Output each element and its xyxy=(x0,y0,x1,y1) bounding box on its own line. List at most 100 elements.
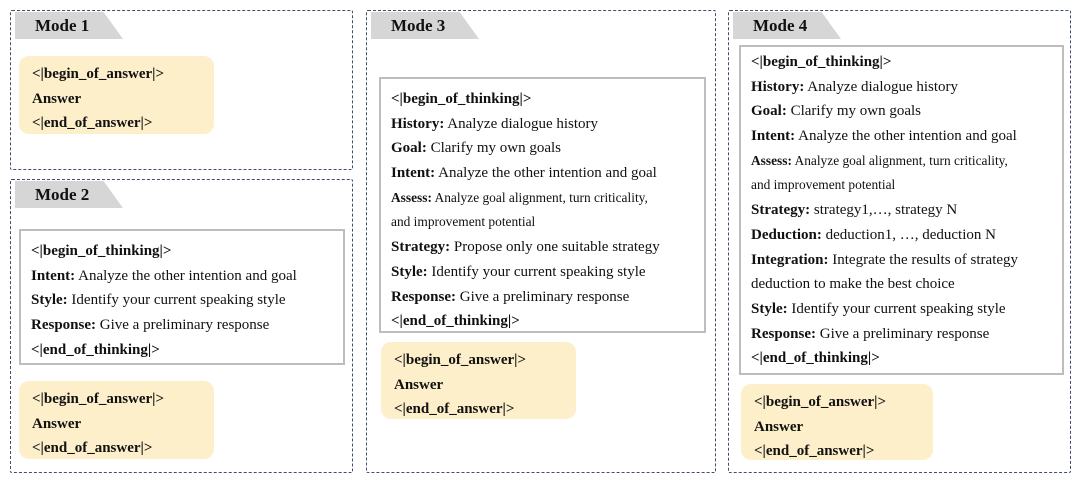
thinking-text: Analyze the other intention and goal xyxy=(438,165,657,182)
thinking-line: Goal: Clarify my own goals xyxy=(391,136,694,161)
thinking-text: Give a preliminary response xyxy=(99,317,270,334)
begin-answer-token: <|begin_of_answer|> xyxy=(32,66,165,82)
thinking-line: Response: Give a preliminary response xyxy=(391,285,694,310)
thinking-label: History: xyxy=(751,78,805,95)
thinking-label: Style: xyxy=(31,292,68,309)
thinking-line: Strategy: strategy1,…, strategy N xyxy=(751,198,1052,223)
thinking-line: Intent: Analyze the other intention and … xyxy=(31,264,333,289)
thinking-token: <|end_of_thinking|> xyxy=(31,341,160,358)
thinking-text: Identify your current speaking style xyxy=(71,292,286,309)
thinking-label: Style: xyxy=(391,263,428,280)
thinking-line: Response: Give a preliminary response xyxy=(751,322,1052,347)
thinking-label: History: xyxy=(391,115,445,132)
thinking-line: deduction to make the best choice xyxy=(751,272,1052,297)
thinking-text: strategy1,…, strategy N xyxy=(813,202,958,219)
thinking-line: Style: Identify your current speaking st… xyxy=(751,297,1052,322)
thinking-line: Style: Identify your current speaking st… xyxy=(31,288,333,313)
thinking-line: Integration: Integrate the results of st… xyxy=(751,248,1052,273)
thinking-label: Intent: xyxy=(391,165,436,182)
thinking-label: Assess: xyxy=(391,189,432,205)
thinking-line: Assess: Analyze goal alignment, turn cri… xyxy=(751,149,1052,174)
thinking-token: <|begin_of_thinking|> xyxy=(31,243,172,259)
thinking-text: deduction to make the best choice xyxy=(751,276,955,293)
mode-2-thinking-box: <|begin_of_thinking|> Intent: Analyze the… xyxy=(19,229,345,365)
thinking-label: Assess: xyxy=(751,152,792,168)
thinking-text: Clarify my own goals xyxy=(430,140,561,157)
mode-1-title: Mode 1 xyxy=(15,12,123,39)
thinking-line: Deduction: deduction1, …, deduction N xyxy=(751,223,1052,248)
thinking-text: Identify your current speaking style xyxy=(431,263,646,280)
end-answer-token: <|end_of_answer|> xyxy=(32,440,153,457)
thinking-line: Goal: Clarify my own goals xyxy=(751,99,1052,124)
thinking-text: Give a preliminary response xyxy=(459,288,630,305)
thinking-label: Integration: xyxy=(751,251,829,268)
thinking-text: and improvement potential xyxy=(751,177,896,193)
end-answer-token: <|end_of_answer|> xyxy=(32,115,153,132)
thinking-line: <|begin_of_thinking|> xyxy=(31,239,333,264)
mode-3-answer-box: <|begin_of_answer|> Answer <|end_of_answ… xyxy=(381,342,576,419)
thinking-line: History: Analyze dialogue history xyxy=(751,75,1052,100)
mode-4-thinking-box: <|begin_of_thinking|> History: Analyze di… xyxy=(739,45,1064,375)
answer-text: Answer xyxy=(32,415,82,432)
thinking-line: and improvement potential xyxy=(391,210,694,235)
begin-answer-token: <|begin_of_answer|> xyxy=(394,352,527,368)
mode-2-answer-box: <|begin_of_answer|> Answer <|end_of_answ… xyxy=(19,381,214,459)
mode-3-thinking-box: <|begin_of_thinking|> History: Analyze di… xyxy=(379,77,706,333)
mode-3-panel: Mode 3 <|begin_of_thinking|> History: Ana… xyxy=(366,10,716,473)
thinking-label: Goal: xyxy=(391,140,427,157)
thinking-token: <|begin_of_thinking|> xyxy=(391,91,532,107)
thinking-line: Assess: Analyze goal alignment, turn cri… xyxy=(391,186,694,211)
mode-3-title: Mode 3 xyxy=(371,12,479,39)
answer-text: Answer xyxy=(754,418,804,435)
mode-2-panel: Mode 2 <|begin_of_thinking|> Intent: Anal… xyxy=(10,179,353,473)
thinking-label: Strategy: xyxy=(751,202,811,219)
mode-1-answer-box: <|begin_of_answer|> Answer <|end_of_answ… xyxy=(19,56,214,134)
thinking-line: and improvement potential xyxy=(751,173,1052,198)
thinking-label: Style: xyxy=(751,300,788,317)
thinking-text: Propose only one suitable strategy xyxy=(453,239,660,256)
thinking-label: Deduction: xyxy=(751,226,822,243)
thinking-line: <|begin_of_thinking|> xyxy=(751,50,1052,75)
thinking-text: Analyze goal alignment, turn criticality… xyxy=(434,189,648,205)
thinking-label: Response: xyxy=(31,317,97,334)
thinking-text: Analyze dialogue history xyxy=(807,78,959,95)
thinking-text: and improvement potential xyxy=(391,214,536,230)
thinking-line: History: Analyze dialogue history xyxy=(391,112,694,137)
mode-4-panel: Mode 4 <|begin_of_thinking|> History: Ana… xyxy=(728,10,1071,473)
thinking-label: Intent: xyxy=(31,267,76,284)
thinking-line: Intent: Analyze the other intention and … xyxy=(751,124,1052,149)
answer-text: Answer xyxy=(394,376,444,393)
thinking-text: Integrate the results of strategy xyxy=(832,251,1019,268)
end-answer-token: <|end_of_answer|> xyxy=(754,443,875,460)
thinking-text: Analyze the other intention and goal xyxy=(78,267,297,284)
begin-answer-token: <|begin_of_answer|> xyxy=(32,391,165,407)
thinking-label: Response: xyxy=(751,325,817,342)
thinking-text: deduction1, …, deduction N xyxy=(825,226,996,243)
thinking-label: Response: xyxy=(391,288,457,305)
thinking-line: Response: Give a preliminary response xyxy=(31,313,333,338)
thinking-line: Intent: Analyze the other intention and … xyxy=(391,161,694,186)
thinking-line: <|end_of_thinking|> xyxy=(31,338,333,363)
answer-text: Answer xyxy=(32,90,82,107)
thinking-text: Give a preliminary response xyxy=(819,325,990,342)
thinking-token: <|end_of_thinking|> xyxy=(391,313,520,330)
thinking-label: Goal: xyxy=(751,103,787,120)
thinking-line: Style: Identify your current speaking st… xyxy=(391,260,694,285)
mode-2-title: Mode 2 xyxy=(15,181,123,208)
mode-1-panel: Mode 1 <|begin_of_answer|> Answer <|end_… xyxy=(10,10,353,170)
mode-4-title: Mode 4 xyxy=(733,12,841,39)
thinking-label: Strategy: xyxy=(391,239,451,256)
thinking-label: Intent: xyxy=(751,128,796,145)
thinking-text: Analyze dialogue history xyxy=(447,115,599,132)
thinking-text: Identify your current speaking style xyxy=(791,300,1006,317)
thinking-line: <|end_of_thinking|> xyxy=(751,346,1052,371)
thinking-token: <|begin_of_thinking|> xyxy=(751,54,892,70)
thinking-text: Analyze the other intention and goal xyxy=(798,128,1017,145)
thinking-line: <|end_of_thinking|> xyxy=(391,309,694,334)
end-answer-token: <|end_of_answer|> xyxy=(394,401,515,418)
begin-answer-token: <|begin_of_answer|> xyxy=(754,394,887,410)
thinking-text: Clarify my own goals xyxy=(790,103,921,120)
thinking-text: Analyze goal alignment, turn criticality… xyxy=(794,152,1008,168)
thinking-token: <|end_of_thinking|> xyxy=(751,350,880,367)
mode-4-answer-box: <|begin_of_answer|> Answer <|end_of_answ… xyxy=(741,384,933,460)
